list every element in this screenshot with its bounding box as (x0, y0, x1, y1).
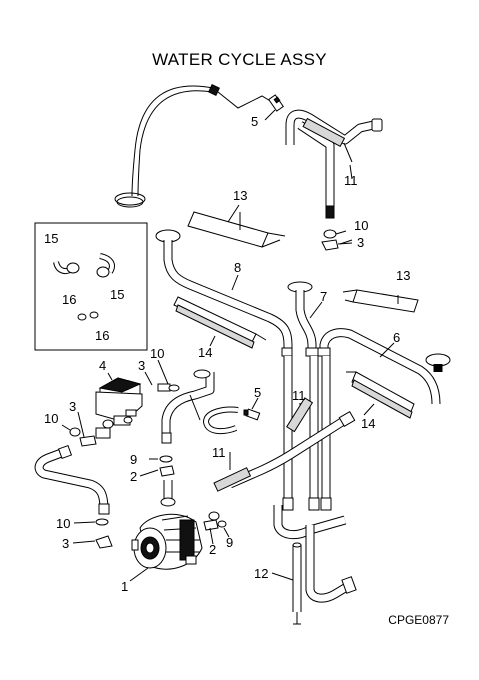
pipe-7 (287, 281, 319, 357)
insulation-strip-13-right (342, 289, 419, 313)
callout-15-right: 15 (110, 287, 124, 302)
insulation-strip-13-left (187, 211, 286, 248)
pipe-pump-upper (157, 369, 215, 444)
clip-3-lower (95, 518, 113, 549)
callout-2-lower: 2 (209, 542, 216, 557)
callout-10-left: 10 (44, 411, 58, 426)
callout-16-left: 16 (62, 292, 76, 307)
callout-5-mid: 5 (254, 385, 261, 400)
callout-11-low: 11 (212, 445, 226, 460)
callout-13-right: 13 (396, 268, 410, 283)
pipe-lower-right (273, 505, 357, 603)
callout-12: 12 (254, 566, 268, 581)
callout-8: 8 (234, 260, 241, 275)
clip-2-9-lower (203, 511, 227, 531)
fitting-5-top (268, 94, 284, 112)
callout-labels: 5 11 13 10 3 8 13 7 6 14 14 15 15 16 16 … (44, 114, 410, 594)
pipe-6 (317, 328, 451, 405)
clip-2-9-upper (159, 455, 175, 477)
callout-2-upper: 2 (130, 469, 137, 484)
callout-7: 7 (320, 289, 327, 304)
fitting-5-mid (203, 406, 261, 435)
callout-4: 4 (99, 358, 106, 373)
sleeve-11-low (213, 467, 252, 492)
callout-3-mid: 3 (138, 358, 145, 373)
pipe-8 (155, 229, 293, 357)
callout-15-left: 15 (44, 231, 58, 246)
diagram-title: WATER CYCLE ASSY (152, 50, 327, 69)
callout-3-left: 3 (69, 399, 76, 414)
callout-9-lower: 9 (226, 535, 233, 550)
callout-6: 6 (393, 330, 400, 345)
sleeve-11-mid (286, 397, 314, 433)
callout-1: 1 (121, 579, 128, 594)
callout-9-upper: 9 (130, 452, 137, 467)
hose-left (34, 444, 110, 515)
callout-16-right: 16 (95, 328, 109, 343)
pipe-top-right (285, 109, 383, 219)
leader-lines (61, 109, 399, 582)
callout-13-left: 13 (233, 188, 247, 203)
clip-3-top (321, 229, 353, 251)
coiled-hose (114, 84, 273, 208)
callout-3-lower: 3 (62, 536, 69, 551)
inset-box (34, 222, 148, 351)
callout-10-top: 10 (354, 218, 368, 233)
pipe-center-diagonal (228, 410, 356, 489)
callout-10-mid: 10 (150, 346, 164, 361)
callout-14-right: 14 (361, 416, 375, 431)
drawing-code: CPGE0877 (388, 613, 449, 627)
control-unit-4 (95, 377, 143, 429)
insulation-strip-14-left (173, 296, 267, 349)
callout-14-left: 14 (198, 345, 212, 360)
insulation-strip-14-right (346, 371, 415, 419)
callout-5-top: 5 (251, 114, 258, 129)
pipe-12 (292, 542, 302, 625)
callout-11-mid: 11 (292, 388, 306, 403)
callout-11-top: 11 (344, 173, 358, 188)
pump-1 (131, 480, 203, 570)
callout-3-top: 3 (357, 235, 364, 250)
callout-10-lower: 10 (56, 516, 70, 531)
clip-3-left (69, 427, 111, 447)
